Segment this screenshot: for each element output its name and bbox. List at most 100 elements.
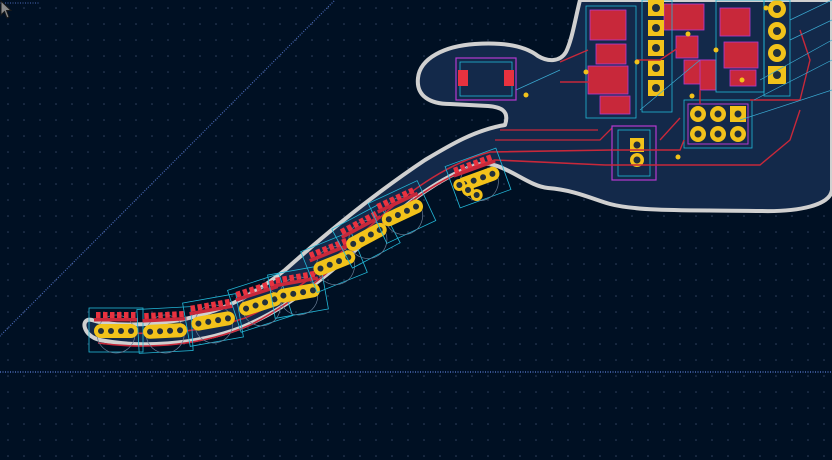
drill-hole (243, 305, 250, 312)
smd-pad (309, 270, 316, 278)
via (739, 77, 745, 83)
drill-hole (652, 84, 660, 92)
smd-component[interactable] (587, 65, 629, 95)
smd-pad-bar (94, 318, 138, 322)
drill-hole (350, 240, 357, 247)
drill-hole (205, 318, 212, 325)
drill-hole (195, 320, 202, 327)
smd-pad (151, 312, 156, 319)
ratsnest-line (515, 69, 561, 91)
drill-hole (714, 110, 722, 118)
drill-hole (98, 328, 104, 334)
component-cluster (455, 0, 811, 181)
drill-hole (177, 327, 184, 334)
smd-pad (479, 156, 486, 164)
connector-silkscreen (611, 125, 657, 181)
led-courtyard (88, 307, 144, 353)
smd-pad (197, 303, 203, 311)
smd-component[interactable] (723, 41, 759, 69)
drill-hole (317, 265, 324, 272)
led-footprint[interactable] (367, 180, 437, 245)
drill-hole (224, 315, 231, 322)
drill-hole (167, 327, 174, 334)
drill-hole (652, 24, 660, 32)
smd-pad (224, 298, 231, 306)
smd-component[interactable] (599, 95, 631, 115)
smd-pad (96, 312, 101, 318)
copper-trace (97, 159, 606, 347)
drill-hole (456, 182, 463, 188)
smd-pad (328, 243, 335, 251)
ratsnest-line (789, 19, 832, 41)
copper-trace (495, 127, 613, 141)
smd-pad (485, 154, 493, 162)
smd-pad (504, 70, 514, 86)
drill-hole (773, 27, 781, 35)
led-footprint[interactable] (182, 293, 244, 348)
smd-pad-bar (235, 284, 279, 302)
drill-hole (345, 254, 352, 261)
drill-hole (215, 317, 222, 324)
led-courtyard (444, 147, 512, 209)
via (685, 31, 691, 37)
copper-trace (612, 139, 685, 151)
smd-pad (459, 163, 466, 172)
smd-component[interactable] (589, 9, 627, 41)
ratsnest-line (759, 39, 832, 81)
smd-pad (131, 312, 136, 318)
smd-pad (388, 196, 396, 204)
led-footprint[interactable] (300, 230, 368, 294)
via (713, 47, 719, 53)
smd-pad (308, 251, 316, 259)
smd-component[interactable] (663, 3, 705, 31)
ratsnest-line (789, 0, 832, 21)
via (634, 59, 640, 65)
smd-pad (110, 312, 115, 318)
connector-courtyard (617, 129, 651, 177)
drill-hole (473, 192, 480, 198)
drill-hole (300, 289, 307, 296)
smd-pad (295, 273, 302, 281)
drill-hole (336, 258, 343, 265)
header-courtyard (763, 0, 791, 97)
smd-pad (339, 227, 347, 235)
led-footprint[interactable] (451, 177, 485, 203)
smd-pad (158, 312, 163, 319)
smd-pad-bar (340, 215, 382, 239)
smd-pad-bar (274, 276, 319, 288)
drill-hole (714, 130, 722, 138)
smd-pad (302, 272, 309, 279)
smd-component[interactable] (595, 43, 627, 65)
smd-pad (376, 202, 383, 210)
drill-hole (734, 110, 742, 118)
drill-hole (489, 170, 496, 177)
drill-hole (465, 187, 471, 193)
drill-hole (128, 328, 134, 334)
smd-component[interactable] (719, 7, 751, 37)
diagonal-guide-line (0, 0, 336, 337)
smd-pad (103, 312, 108, 318)
drill-hole (773, 5, 781, 13)
smd-component[interactable] (699, 59, 717, 91)
smd-pad (407, 187, 415, 195)
led-footprint[interactable] (88, 307, 144, 354)
smd-pad (382, 199, 390, 207)
ratsnest-line (639, 59, 701, 111)
drill-hole (290, 290, 297, 297)
copper-trace (799, 29, 811, 101)
led-courtyard (182, 293, 244, 347)
copper-trace (636, 39, 691, 61)
led-footprint[interactable] (136, 306, 194, 355)
smd-pad-bar (189, 304, 234, 316)
drill-hole (734, 130, 742, 138)
drill-hole (252, 302, 259, 309)
header-courtyard (683, 99, 753, 149)
smd-pad (210, 301, 217, 309)
drill-hole (262, 299, 269, 306)
led-footprint[interactable] (227, 273, 293, 333)
smd-pad (217, 300, 224, 307)
led-footprint[interactable] (267, 265, 329, 320)
drill-hole (280, 292, 287, 299)
